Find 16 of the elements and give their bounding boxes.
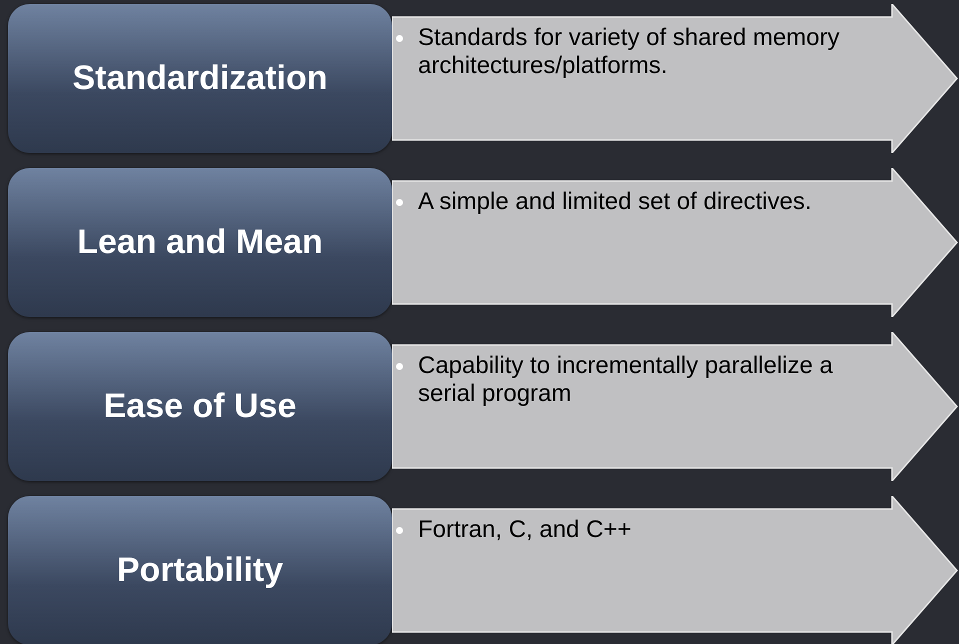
title-text: Standardization bbox=[72, 59, 328, 98]
arrow-shape bbox=[392, 332, 958, 481]
bullet-text: Fortran, C, and C++ bbox=[418, 516, 632, 544]
bullet-text: Capability to incrementally parallelize a serial program bbox=[418, 352, 834, 408]
title-box bbox=[8, 332, 392, 481]
arrow-shape bbox=[392, 168, 958, 317]
title-text: Ease of Use bbox=[104, 387, 296, 426]
title-text: Lean and Mean bbox=[77, 223, 323, 262]
title-box bbox=[8, 4, 392, 153]
title-box bbox=[8, 168, 392, 317]
arrow-shape bbox=[392, 496, 958, 644]
title-text: Portability bbox=[116, 551, 284, 590]
arrow-shape bbox=[392, 4, 958, 153]
title-box bbox=[8, 496, 392, 644]
bullet-text: Standards for variety of shared memory architectures/platforms. bbox=[418, 24, 841, 80]
bullet-text: A simple and limited set of directives. bbox=[418, 188, 813, 216]
